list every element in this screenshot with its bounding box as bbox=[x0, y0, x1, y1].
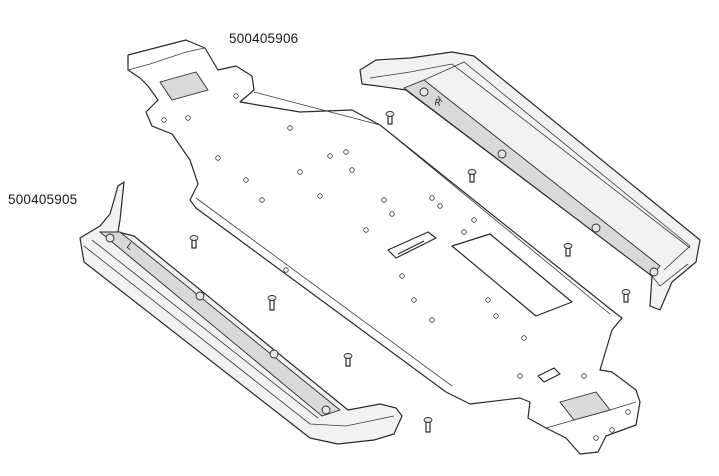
screw bbox=[189, 235, 199, 249]
part-number-label-chassis: 500405906 bbox=[229, 31, 299, 46]
screw bbox=[563, 243, 573, 257]
screw bbox=[423, 417, 433, 433]
screw bbox=[385, 111, 395, 125]
mounting-holes bbox=[161, 93, 631, 441]
part-number-label-side-guard: 500405905 bbox=[8, 192, 78, 207]
screw bbox=[467, 169, 477, 183]
right-side-guard: R bbox=[359, 51, 701, 311]
loose-screws bbox=[189, 111, 631, 433]
chassis-plate bbox=[127, 39, 641, 455]
svg-text:L: L bbox=[124, 241, 134, 252]
screw bbox=[343, 353, 353, 367]
svg-text:R: R bbox=[433, 98, 441, 109]
left-side-guard: L bbox=[79, 181, 403, 445]
screw bbox=[621, 289, 631, 303]
screw bbox=[267, 295, 277, 311]
